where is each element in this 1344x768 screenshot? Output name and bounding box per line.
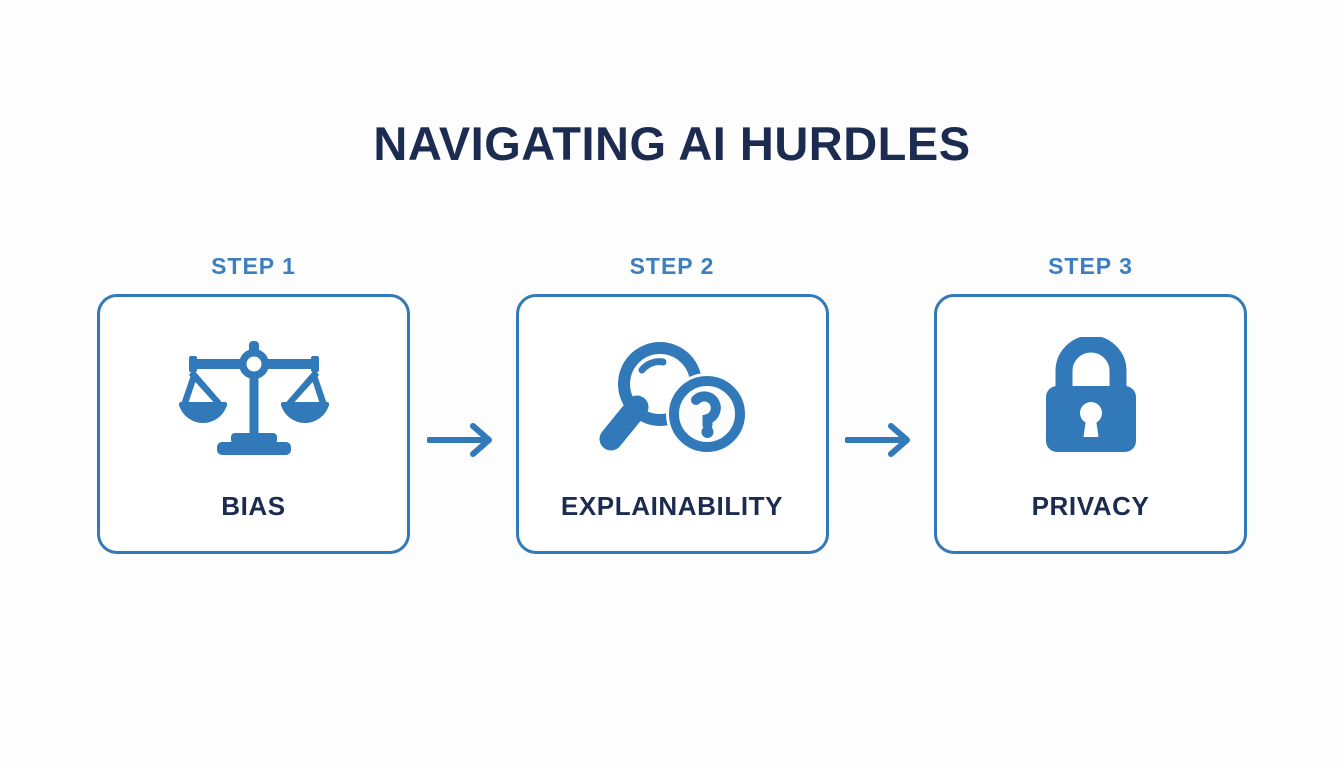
step-label-3: STEP 3 [1048,253,1133,279]
card-label-bias: BIAS [221,491,286,521]
step-card-explainability[interactable]: EXPLAINABILITY [515,294,829,554]
padlock-icon [1039,335,1143,460]
page-title: NAVIGATING AI HURDLES [373,117,971,170]
step-column-1: STEP 1 [97,255,410,554]
card-label-privacy: PRIVACY [1031,491,1150,521]
card-label-explainability: EXPLAINABILITY [560,491,784,521]
connector-2 [829,255,935,575]
balance-scale-icon [178,335,329,460]
step-card-bias[interactable]: BIAS [97,294,410,554]
step-card-privacy[interactable]: PRIVACY [934,294,1247,554]
step-column-2: STEP 2 [515,253,829,554]
arrow-right-icon [426,423,492,457]
steps-row: STEP 1 [97,255,1247,575]
step-column-3: STEP 3 PRIVACY [934,255,1247,554]
arrow-right-icon [845,423,911,457]
magnifier-question-icon [597,335,747,460]
connector-1 [410,255,516,575]
step-label-1: STEP 1 [211,253,296,279]
step-label-2: STEP 2 [629,253,715,279]
